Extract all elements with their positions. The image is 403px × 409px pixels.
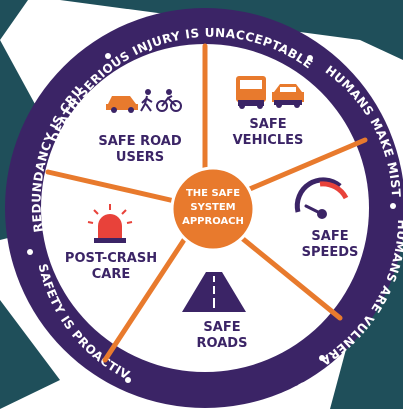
segment-label: SAFE [311, 229, 348, 244]
ring-separator-dot [390, 203, 396, 209]
segment-label: SPEEDS [302, 245, 359, 260]
siren-icon [87, 204, 133, 243]
segment-label: SAFE ROAD [98, 134, 181, 149]
speedometer-icon [294, 177, 349, 219]
ring-separator-dot [27, 249, 33, 255]
ring-separator-dot [307, 55, 313, 61]
segment-label: POST-CRASH [65, 251, 157, 266]
road-icon [182, 272, 246, 312]
background-shape-top-left [0, 0, 28, 40]
ring-separator-dot [105, 53, 111, 59]
segment-label: ROADS [197, 336, 248, 351]
segment-label: SAFE [203, 320, 240, 335]
road-users-icon [106, 89, 182, 113]
center-circle [170, 166, 256, 252]
vehicles-icon [236, 76, 304, 109]
segment-label: SAFE [249, 117, 286, 132]
center-title-line: SYSTEM [190, 202, 235, 213]
center-title-line: APPROACH [182, 216, 244, 227]
background-shape-bottom-left [0, 300, 60, 409]
segment-label: VEHICLES [233, 133, 304, 148]
ring-separator-dot [125, 377, 131, 383]
center-title-line: THE SAFE [186, 188, 240, 199]
segment-label: USERS [116, 150, 164, 165]
segment-label: CARE [92, 267, 131, 282]
ring-separator-dot [319, 355, 325, 361]
background-shape-top [60, 0, 403, 60]
